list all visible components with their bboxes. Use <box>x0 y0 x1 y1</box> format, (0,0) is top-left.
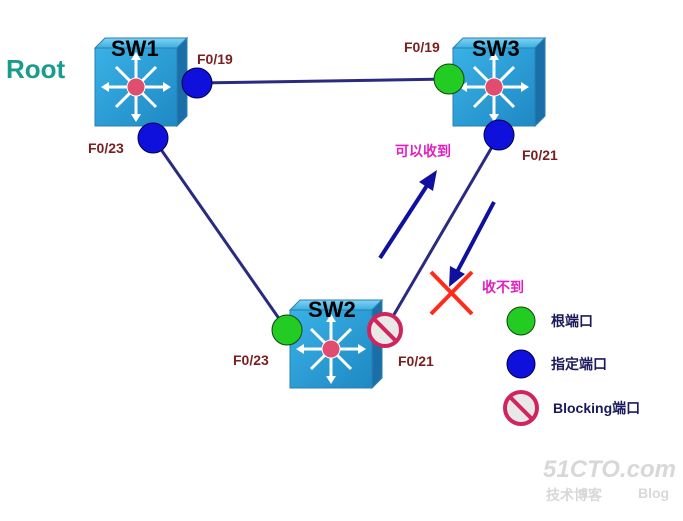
legend-designated-port-icon <box>506 349 536 379</box>
arrow-up-can-receive <box>378 170 437 260</box>
cannot-receive-label: 收不到 <box>482 279 524 295</box>
links <box>151 77 501 331</box>
sw3-name: SW3 <box>472 36 520 61</box>
watermark-line3: Blog <box>638 485 669 501</box>
legend-root-port-icon <box>506 306 536 336</box>
sw2-f023-root-port <box>271 314 303 346</box>
sw3-f021-label: F0/21 <box>522 147 558 163</box>
sw2-name: SW2 <box>308 297 356 322</box>
sw2-f023-label: F0/23 <box>233 352 269 368</box>
watermark-line2: 技术博客 <box>546 487 603 503</box>
sw2-f021-blocking-port <box>367 312 403 348</box>
link-sw1-sw3 <box>196 77 450 85</box>
sw1-f019-designated-port <box>181 67 213 99</box>
legend: 根端口 指定端口 Blocking端口 <box>503 306 640 426</box>
sw1-f019-label: F0/19 <box>197 51 233 67</box>
link-sw1-sw2 <box>151 137 289 331</box>
watermark-line1: 51CTO.com <box>543 456 676 483</box>
legend-designated-port-label: 指定端口 <box>551 356 607 372</box>
legend-blocking-port-label: Blocking端口 <box>553 400 640 416</box>
sw3-f021-designated-port <box>483 119 515 151</box>
can-receive-label: 可以收到 <box>395 143 451 159</box>
sw2-f021-label: F0/21 <box>398 353 434 369</box>
arrow-down-blocked <box>449 201 496 287</box>
sw1-name: SW1 <box>111 36 159 61</box>
sw3-f019-label: F0/19 <box>404 39 440 55</box>
link-sw3-sw2 <box>383 134 501 331</box>
sw1-f023-designated-port <box>137 122 169 154</box>
sw3-f019-root-port <box>433 63 465 95</box>
root-label: Root <box>6 54 66 84</box>
blocked-x-icon <box>429 270 474 316</box>
watermark-logo: 51CTO.com 技术博客 Blog <box>543 456 676 503</box>
legend-root-port-label: 根端口 <box>551 313 593 329</box>
sw1-f023-label: F0/23 <box>88 140 124 156</box>
legend-blocking-port-icon <box>503 390 539 426</box>
